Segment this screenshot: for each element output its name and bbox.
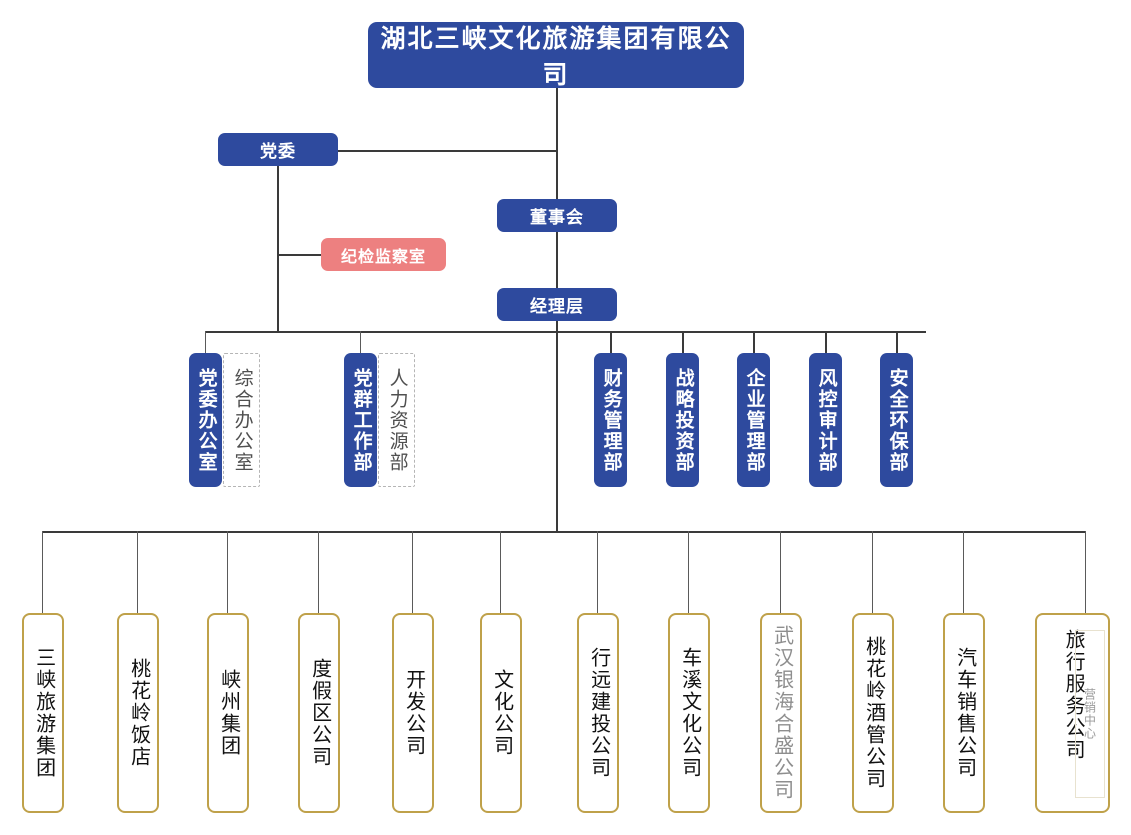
dept-safety-environment-label: 安全环保部 — [886, 367, 908, 473]
connector-drop-dept-2 — [360, 331, 361, 354]
node-party-committee[interactable]: 党委 — [218, 133, 338, 166]
connector-drop-sub-5 — [412, 531, 413, 615]
board-of-directors-label: 董事会 — [530, 208, 584, 227]
connector-drop-dept-7 — [896, 331, 898, 354]
dept-financial-management-label: 财务管理部 — [600, 367, 622, 473]
connector-management-to-subs — [556, 332, 558, 532]
subsidiary-taohualing-hotel[interactable]: 桃花岭饭店 — [117, 613, 159, 813]
connector-drop-sub-11 — [963, 531, 964, 615]
subsidiary-label-8: 车溪文化公司 — [678, 647, 701, 779]
connector-drop-sub-4 — [318, 531, 319, 615]
connector-drop-sub-12 — [1085, 531, 1086, 615]
connector-party-to-trunk — [337, 150, 558, 152]
dept-enterprise-management[interactable]: 企业管理部 — [737, 353, 770, 487]
connector-drop-sub-8 — [688, 531, 689, 615]
subsidiary-label-10: 桃花岭酒管公司 — [862, 636, 885, 790]
connector-department-bar — [205, 331, 926, 333]
dept-financial-management[interactable]: 财务管理部 — [594, 353, 627, 487]
dept-safety-environment[interactable]: 安全环保部 — [880, 353, 913, 487]
subsidiary-label-3: 峡州集团 — [217, 669, 240, 757]
connector-drop-dept-1 — [205, 331, 206, 354]
party-committee-label: 党委 — [260, 142, 296, 161]
subsidiary-label-1: 三峡旅游集团 — [32, 647, 55, 779]
connector-drop-sub-6 — [500, 531, 501, 615]
connector-drop-dept-3 — [610, 331, 612, 354]
subsidiary-label-12: 旅行服务公司 — [1062, 629, 1085, 761]
connector-drop-sub-9 — [780, 531, 781, 615]
subsidiary-culture-company[interactable]: 文化公司 — [480, 613, 522, 813]
connector-drop-sub-3 — [227, 531, 228, 615]
subsidiary-label-7: 行远建投公司 — [587, 647, 610, 779]
subsidiary-label-2: 桃花岭饭店 — [127, 658, 150, 768]
dept-enterprise-management-label: 企业管理部 — [743, 367, 765, 473]
subsidiary-taohualing-hotel-mgmt[interactable]: 桃花岭酒管公司 — [852, 613, 894, 813]
connector-subsidiary-bar — [42, 531, 1086, 533]
subsidiary-development-company[interactable]: 开发公司 — [392, 613, 434, 813]
node-management-layer[interactable]: 经理层 — [497, 288, 617, 321]
connector-party-to-discipline — [277, 254, 322, 256]
connector-board-to-management — [556, 232, 558, 288]
connector-drop-dept-5 — [753, 331, 755, 354]
node-board-of-directors[interactable]: 董事会 — [497, 199, 617, 232]
dept-party-committee-office-label: 党委办公室 — [195, 367, 217, 473]
subsidiary-label-5: 开发公司 — [402, 669, 425, 757]
dept-party-committee-office[interactable]: 党委办公室 — [189, 353, 222, 487]
connector-party-vertical — [277, 166, 279, 332]
subsidiary-marketing-center[interactable]: 营销中心 — [1075, 630, 1105, 798]
subsidiary-wuhan-yinhai-hesheng[interactable]: 武汉银海合盛公司 — [760, 613, 802, 813]
dept-general-office[interactable]: 综合办公室 — [223, 353, 260, 487]
dept-human-resources-label: 人力资源部 — [386, 367, 408, 473]
subsidiary-sanxia-tourism-group[interactable]: 三峡旅游集团 — [22, 613, 64, 813]
dept-risk-control-audit-label: 风控审计部 — [815, 367, 837, 473]
dept-party-mass-work-label: 党群工作部 — [350, 367, 372, 473]
subsidiary-label-11: 汽车销售公司 — [953, 647, 976, 779]
dept-risk-control-audit[interactable]: 风控审计部 — [809, 353, 842, 487]
connector-root-trunk — [556, 88, 558, 150]
subsidiary-label-4: 度假区公司 — [308, 658, 331, 768]
subsidiary-xiazhou-group[interactable]: 峡州集团 — [207, 613, 249, 813]
node-discipline-inspection-office[interactable]: 纪检监察室 — [321, 238, 446, 271]
dept-human-resources[interactable]: 人力资源部 — [378, 353, 415, 487]
dept-general-office-label: 综合办公室 — [231, 367, 253, 473]
connector-drop-sub-2 — [137, 531, 138, 615]
discipline-inspection-office-label: 纪检监察室 — [340, 248, 426, 266]
connector-trunk-to-board — [556, 150, 558, 200]
connector-drop-sub-10 — [872, 531, 873, 615]
subsidiary-label-9: 武汉银海合盛公司 — [770, 625, 793, 801]
management-layer-label: 经理层 — [530, 297, 584, 316]
connector-drop-sub-7 — [597, 531, 598, 615]
connector-drop-dept-6 — [825, 331, 827, 354]
subsidiary-chexi-culture[interactable]: 车溪文化公司 — [668, 613, 710, 813]
subsidiary-travel-service[interactable]: 旅行服务公司 — [1035, 613, 1110, 813]
subsidiary-xingyuan-construction[interactable]: 行远建投公司 — [577, 613, 619, 813]
dept-strategic-investment[interactable]: 战略投资部 — [666, 353, 699, 487]
root-node-label: 湖北三峡文化旅游集团有限公司 — [380, 26, 732, 89]
subsidiary-resort-company[interactable]: 度假区公司 — [298, 613, 340, 813]
connector-drop-dept-4 — [682, 331, 684, 354]
subsidiary-marketing-center-label: 营销中心 — [1082, 688, 1097, 740]
connector-management-to-depts — [556, 320, 558, 332]
dept-strategic-investment-label: 战略投资部 — [672, 367, 694, 473]
dept-party-mass-work[interactable]: 党群工作部 — [344, 353, 377, 487]
subsidiary-label-6: 文化公司 — [490, 669, 513, 757]
subsidiary-auto-sales[interactable]: 汽车销售公司 — [943, 613, 985, 813]
connector-drop-sub-1 — [42, 531, 43, 615]
root-node-group-company[interactable]: 湖北三峡文化旅游集团有限公司 — [368, 22, 744, 89]
